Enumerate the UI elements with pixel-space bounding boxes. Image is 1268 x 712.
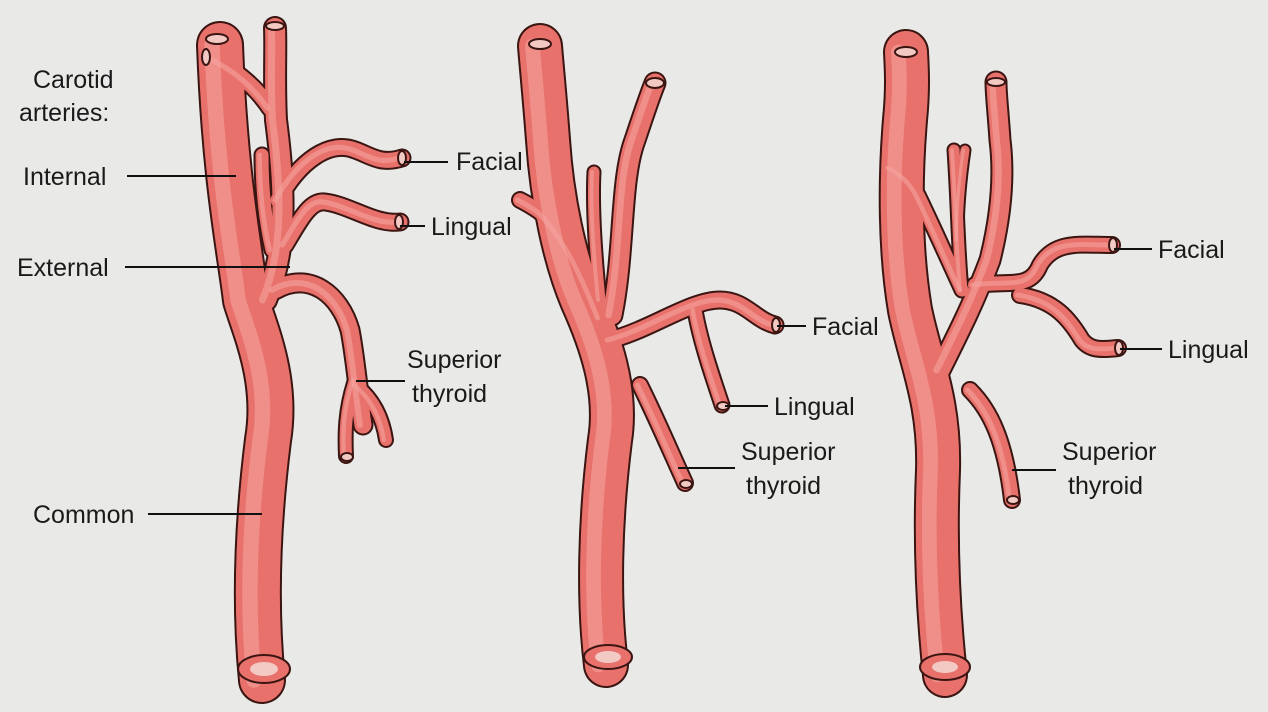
label-superior-3b: thyroid bbox=[1068, 472, 1143, 500]
internal-carotid-cut-end-2 bbox=[529, 39, 551, 49]
label-superior-2b: thyroid bbox=[746, 472, 821, 500]
carotid-variant-1 bbox=[205, 28, 402, 680]
label-superior-1b: thyroid bbox=[412, 380, 487, 408]
label-superior-1a: Superior bbox=[407, 346, 502, 374]
superior-thyroid-cut-end-3 bbox=[1007, 496, 1019, 504]
superior-thyroid-cut-end-2 bbox=[680, 480, 692, 488]
carotid-variant-3 bbox=[888, 52, 1118, 675]
label-lingual-2: Lingual bbox=[774, 393, 855, 421]
labels-variant-3: Facial Lingual Superior thyroid bbox=[1012, 236, 1249, 500]
carotid-heading-line2: arteries: bbox=[19, 99, 109, 127]
branch-cut-end bbox=[202, 49, 210, 65]
internal-carotid-cut-end-3 bbox=[895, 47, 917, 57]
label-facial-3: Facial bbox=[1158, 236, 1225, 264]
label-superior-3a: Superior bbox=[1062, 438, 1157, 466]
external-carotid-cut-end bbox=[266, 22, 284, 30]
label-facial-1: Facial bbox=[456, 148, 523, 176]
artery-segment-2-6 bbox=[637, 385, 682, 483]
label-lingual-3: Lingual bbox=[1168, 336, 1249, 364]
carotid-variant-2 bbox=[517, 46, 775, 665]
carotid-heading-line1: Carotid bbox=[33, 66, 114, 94]
internal-carotid-cut-end bbox=[206, 34, 228, 44]
superior-thyroid-cut-end bbox=[341, 453, 353, 461]
label-common: Common bbox=[33, 501, 134, 529]
common-carotid-lumen-3 bbox=[932, 661, 958, 673]
external-carotid-cut-end-3 bbox=[987, 78, 1005, 86]
common-carotid-lumen-2 bbox=[595, 651, 621, 663]
label-facial-2: Facial bbox=[812, 313, 879, 341]
label-superior-2a: Superior bbox=[741, 438, 836, 466]
external-carotid-cut-end-2 bbox=[646, 78, 664, 88]
label-internal: Internal bbox=[23, 163, 106, 191]
label-external: External bbox=[17, 254, 109, 282]
common-carotid-lumen bbox=[250, 662, 278, 676]
label-lingual-1: Lingual bbox=[431, 213, 512, 241]
